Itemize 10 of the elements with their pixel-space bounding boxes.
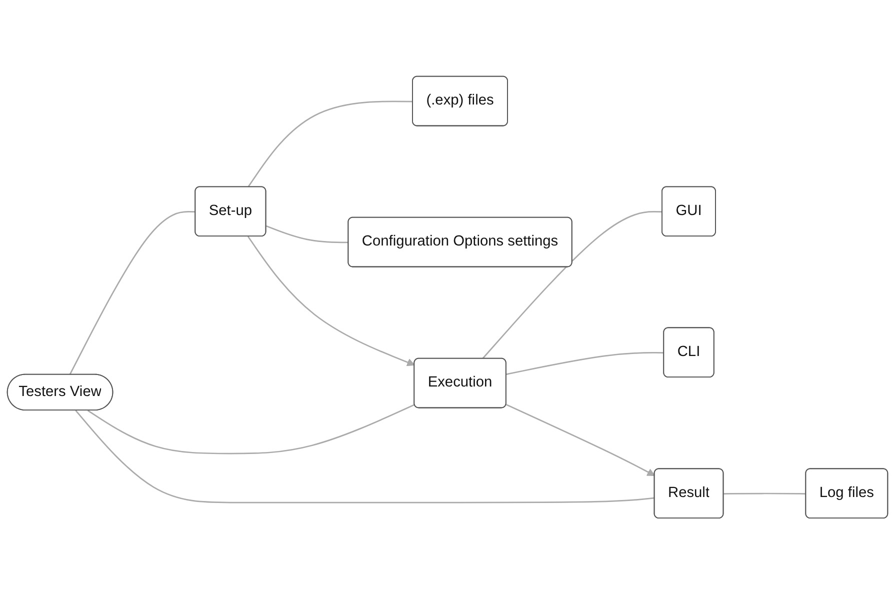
arrow — [247, 236, 415, 366]
connector — [69, 210, 196, 375]
connector — [87, 404, 415, 454]
arrow — [506, 404, 656, 476]
connector — [724, 492, 806, 494]
connector — [266, 225, 349, 243]
connector — [506, 352, 664, 375]
connector — [75, 410, 655, 503]
connector — [482, 210, 662, 360]
connector — [247, 100, 413, 188]
